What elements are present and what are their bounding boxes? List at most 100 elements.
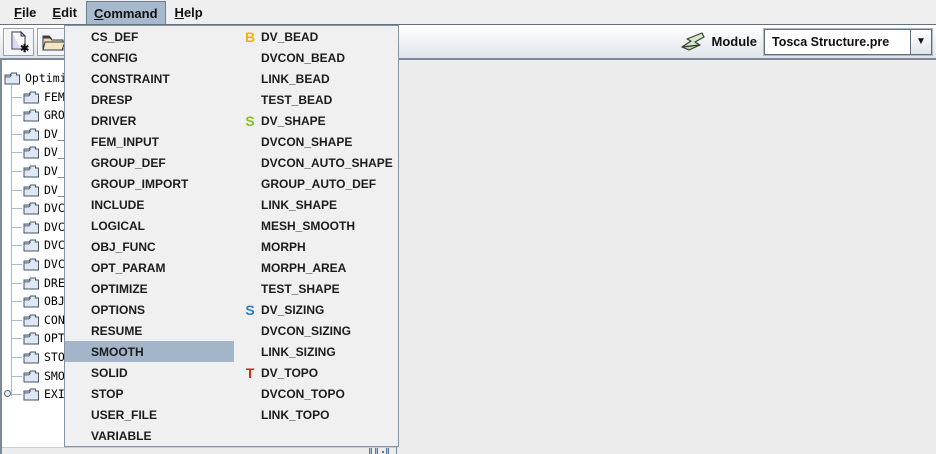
menu-item-fem_input[interactable]: FEM_INPUT xyxy=(65,131,234,152)
folder-icon xyxy=(4,71,21,85)
menu-item-group_auto_def[interactable]: GROUP_AUTO_DEF xyxy=(234,173,398,194)
menu-help[interactable]: Help xyxy=(174,5,203,20)
menu-item-logical[interactable]: LOGICAL xyxy=(65,215,234,236)
folder-icon xyxy=(23,108,40,122)
menubar: File Edit Command Help xyxy=(0,0,936,25)
tree-node-dvc[interactable]: DVC xyxy=(23,199,65,217)
module-combobox[interactable]: Tosca Structure.pre ▼ xyxy=(763,27,933,56)
menu-item-label: FEM_INPUT xyxy=(91,134,160,149)
menu-item-cs_def[interactable]: CS_DEF xyxy=(65,26,234,47)
menu-item-group_import[interactable]: GROUP_IMPORT xyxy=(65,173,234,194)
tree-connector-line xyxy=(11,394,22,396)
tree-node-label: STO xyxy=(44,350,65,364)
menu-item-label: MORPH xyxy=(261,239,306,254)
menu-item-label: DV_SIZING xyxy=(261,302,325,317)
menu-item-morph_area[interactable]: MORPH_AREA xyxy=(234,257,398,278)
menu-edit[interactable]: Edit xyxy=(52,5,77,20)
menu-item-opt_param[interactable]: OPT_PARAM xyxy=(65,257,234,278)
tree-node-label: CON xyxy=(44,312,65,327)
tree-node-opt[interactable]: OPT xyxy=(23,329,65,347)
menu-item-label: DRIVER xyxy=(91,113,137,128)
bead-icon: B xyxy=(244,28,256,45)
open-folder-button[interactable] xyxy=(37,28,68,56)
menu-item-label: OPT_PARAM xyxy=(91,260,166,275)
menu-item-variable[interactable]: VARIABLE xyxy=(65,425,234,446)
menu-item-link_bead[interactable]: LINK_BEAD xyxy=(234,68,398,89)
menu-item-label: OBJ_FUNC xyxy=(91,239,156,254)
menu-item-link_topo[interactable]: LINK_TOPO xyxy=(234,404,398,425)
tree-expand-handle[interactable] xyxy=(4,390,11,398)
tree-node-dv[interactable]: DV_ xyxy=(23,181,65,199)
menu-item-mesh_smooth[interactable]: MESH_SMOOTH xyxy=(234,215,398,236)
menu-item-dvcon_bead[interactable]: DVCON_BEAD xyxy=(234,47,398,68)
menu-item-test_shape[interactable]: TEST_SHAPE xyxy=(234,278,398,299)
tree-node-dv[interactable]: DV_ xyxy=(23,125,65,143)
menu-item-constraint[interactable]: CONSTRAINT xyxy=(65,68,234,89)
menu-item-label: LOGICAL xyxy=(91,218,145,233)
menu-item-include[interactable]: INCLUDE xyxy=(65,194,234,215)
menu-item-user_file[interactable]: USER_FILE xyxy=(65,404,234,425)
menu-item-config[interactable]: CONFIG xyxy=(65,47,234,68)
menu-item-options[interactable]: OPTIONS xyxy=(65,299,234,320)
menu-item-group_def[interactable]: GROUP_DEF xyxy=(65,152,234,173)
menu-item-dresp[interactable]: DRESP xyxy=(65,89,234,110)
menu-item-dvcon_shape[interactable]: DVCON_SHAPE xyxy=(234,131,398,152)
menu-item-label: DVCON_BEAD xyxy=(261,50,346,65)
tree-node-obj[interactable]: OBJ xyxy=(23,292,65,310)
topo-icon: T xyxy=(245,364,255,381)
menu-command[interactable]: Command xyxy=(85,1,166,24)
menu-item-dvcon_topo[interactable]: DVCON_TOPO xyxy=(234,383,398,404)
menu-item-label: LINK_BEAD xyxy=(261,71,330,86)
tree-node-sto[interactable]: STO xyxy=(23,348,65,366)
menu-file[interactable]: File xyxy=(14,5,37,20)
menu-item-link_sizing[interactable]: LINK_SIZING xyxy=(234,341,398,362)
menu-item-stop[interactable]: STOP xyxy=(65,383,234,404)
tree-node-smo[interactable]: SMO xyxy=(23,367,65,385)
tree-node-root[interactable]: Optimi xyxy=(4,69,67,87)
menu-item-dvcon_auto_shape[interactable]: DVCON_AUTO_SHAPE xyxy=(234,152,398,173)
tree-node-gro[interactable]: GRO xyxy=(23,106,65,124)
tree-node-dvc[interactable]: DVC xyxy=(23,236,65,254)
menu-item-resume[interactable]: RESUME xyxy=(65,320,234,341)
tree-node-dvc[interactable]: DVC xyxy=(23,255,65,273)
tree-node-dv[interactable]: DV_ xyxy=(23,143,65,161)
tree-horizontal-scrollbar[interactable] xyxy=(2,447,396,454)
tree-connector-line xyxy=(11,152,22,154)
new-document-button[interactable]: ✱ xyxy=(3,28,34,56)
tree-node-dvc[interactable]: DVC xyxy=(23,218,65,236)
tree-node-exi[interactable]: EXI xyxy=(23,385,65,403)
menu-item-solid[interactable]: SOLID xyxy=(65,362,234,383)
menu-item-dvcon_sizing[interactable]: DVCON_SIZING xyxy=(234,320,398,341)
menu-item-link_shape[interactable]: LINK_SHAPE xyxy=(234,194,398,215)
menu-item-label: DVCON_AUTO_SHAPE xyxy=(261,155,393,170)
folder-icon xyxy=(23,331,40,345)
tree-node-dv[interactable]: DV_ xyxy=(23,162,65,180)
menu-item-label: CONFIG xyxy=(91,50,138,65)
tree-connector-line xyxy=(11,319,22,321)
combobox-dropdown-button[interactable]: ▼ xyxy=(910,29,931,54)
menu-item-optimize[interactable]: OPTIMIZE xyxy=(65,278,234,299)
tree-node-fem[interactable]: FEM xyxy=(23,88,65,106)
menu-item-smooth[interactable]: SMOOTH xyxy=(65,341,234,362)
tree-connector-line xyxy=(11,85,12,396)
tree-connector-line xyxy=(11,208,22,210)
menu-item-label: SOLID xyxy=(91,365,128,380)
content-panel xyxy=(398,60,936,454)
tree-node-label: OBJ xyxy=(44,294,65,309)
scrollbar-fragment xyxy=(382,451,384,453)
menu-item-morph[interactable]: MORPH xyxy=(234,236,398,257)
menu-item-test_bead[interactable]: TEST_BEAD xyxy=(234,89,398,110)
menu-item-label: VARIABLE xyxy=(91,428,152,443)
menu-item-driver[interactable]: DRIVER xyxy=(65,110,234,131)
module-label: Module xyxy=(711,34,758,49)
menu-item-label: GROUP_IMPORT xyxy=(91,176,189,191)
menu-item-obj_func[interactable]: OBJ_FUNC xyxy=(65,236,234,257)
tree-node-con[interactable]: CON xyxy=(23,311,65,329)
tree-node-dre[interactable]: DRE xyxy=(23,274,65,292)
menu-item-label: OPTIMIZE xyxy=(91,281,148,296)
